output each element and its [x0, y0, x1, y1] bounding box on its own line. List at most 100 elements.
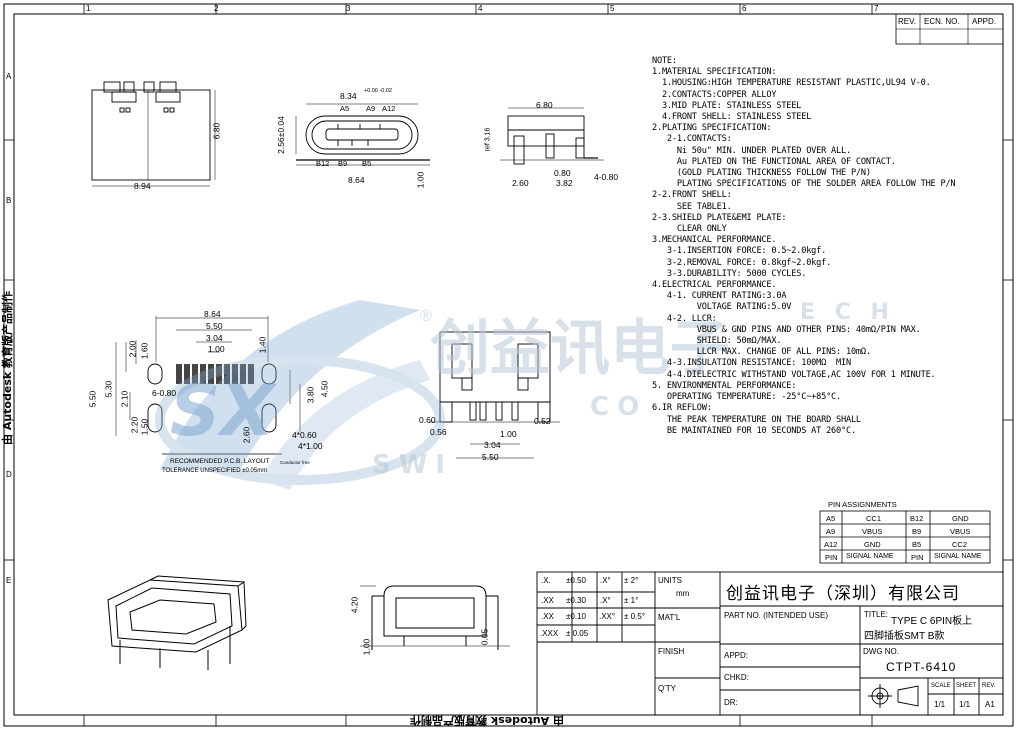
note-line: 1.MATERIAL SPECIFICATION: — [652, 67, 777, 78]
title-block-grid — [536, 571, 1004, 716]
pin-cell: A5 — [826, 514, 836, 523]
note-line: (GOLD PLATING THICKNESS FOLLOW THE P/N) — [652, 168, 871, 179]
note-line: 3.MID PLATE: STAINLESS STEEL — [652, 100, 802, 111]
note-line: CLEAR ONLY — [652, 224, 727, 235]
dim-pcb-160: 1.60 — [139, 342, 150, 360]
tol-cell: ±0.50 — [566, 576, 586, 585]
pcb-layout — [115, 316, 301, 455]
watermark-logo-icon — [155, 300, 445, 490]
tol-cell: .X° — [600, 576, 611, 585]
dim-rear-304: 3.04 — [484, 440, 501, 450]
dim-pcb-260: 2.60 — [241, 426, 252, 444]
zone-5: 5 — [610, 4, 615, 13]
note-line: 4-3.INSULATION RESISTANCE: 100MΩ MIN — [652, 358, 851, 369]
note-line: NOTE: — [652, 56, 677, 66]
front-view — [295, 103, 430, 166]
dim-pcb-140: 1.40 — [257, 336, 268, 354]
front-pin-b9: B9 — [338, 159, 348, 168]
note-line: OPERATING TEMPERATURE: -25°C~+85°C. — [652, 392, 842, 403]
note-line: 2-2.FRONT SHELL: — [652, 190, 732, 201]
pin-cell: SIGNAL NAME — [846, 553, 894, 560]
rev-value: A1 — [985, 700, 995, 709]
dr-label: DR: — [724, 698, 738, 707]
front-pin-a12: A12 — [382, 104, 396, 113]
note-line: 3-1.INSERTION FORCE: 0.5~2.0kgf. — [652, 246, 827, 257]
note-line: 4.ELECTRICAL PERFORMANCE. — [652, 280, 777, 291]
rear-view — [430, 331, 560, 459]
front-pin-a5: A5 — [340, 104, 350, 113]
dim-pcb-4100: 4*1.00 — [298, 441, 323, 451]
rev-col-ecn: ECN. NO. — [924, 17, 960, 26]
units-label: UNITS — [658, 576, 682, 585]
dim-pcb-150: 1.50 — [139, 418, 150, 436]
pin-table-title: PIN ASSIGNMENTS — [828, 500, 897, 509]
zone-a: A — [6, 72, 12, 81]
tol-cell: ± 1° — [624, 596, 639, 605]
pin-table-grid — [819, 510, 991, 564]
tol-cell: ±0.10 — [566, 612, 586, 621]
zone-6: 6 — [742, 4, 747, 13]
pin-cell: B9 — [912, 527, 922, 536]
note-line: 2.PLATING SPECIFICATION: — [652, 123, 772, 134]
pcb-pad-row — [176, 364, 254, 384]
note-line: 4.FRONT SHELL: STAINLESS STEEL — [652, 112, 812, 123]
title-line-1: TYPE C 6PIN板上 — [891, 616, 973, 627]
dwg-no-value: CTPT-6410 — [886, 660, 957, 674]
rev-table — [895, 13, 1004, 45]
pin-cell: VBUS — [950, 527, 971, 536]
part-no-label: PART NO. (INTENDED USE) — [724, 611, 829, 620]
tol-cell: ±0.30 — [566, 596, 586, 605]
appd-label: APPD: — [724, 651, 749, 660]
pin-cell: CC2 — [952, 540, 968, 549]
pcb-tolerance-label: TOLERANCE UNSPECIFIED ±0.05mm — [162, 468, 268, 474]
autodesk-stamp-side: 由 Autodesk 教育版产品制作 — [1, 290, 15, 446]
tol-cell: .XXX — [540, 629, 559, 638]
dim-side-4080: 4-0.80 — [594, 172, 619, 182]
note-line: 4-1. CURRENT RATING:3.0A — [652, 291, 787, 302]
dim-pcb-220: 2.20 — [129, 416, 140, 434]
dim-bot-005: 0.05 — [479, 628, 490, 646]
chkd-label: CHKD: — [724, 673, 749, 682]
title-line-2: 四脚插板SMT B款 — [864, 631, 945, 642]
tol-cell: .X. — [541, 576, 551, 585]
note-line: VBUS & GND PINS AND OTHER PINS: 40mΩ/PIN… — [652, 324, 921, 335]
dim-side-080: 0.80 — [554, 168, 571, 178]
dim-front-offset: 1.00 — [415, 171, 426, 189]
zone-e: E — [6, 576, 12, 585]
dim-front-tolerance: +0.06 -0.02 — [364, 88, 392, 94]
dim-side-ref: ref 3.16 — [484, 127, 492, 152]
pin-cell: PIN — [911, 553, 924, 562]
rev-col-rev: REV. — [898, 17, 916, 26]
outer-frame — [3, 3, 1014, 727]
pin-cell: CC1 — [866, 514, 882, 523]
dim-front-height: 2.56±0.04 — [275, 116, 286, 154]
pin-cell: A12 — [824, 540, 838, 549]
front-pin-b12: B12 — [316, 159, 330, 168]
note-line: PLATING SPECIFICATIONS OF THE SOLDER ARE… — [652, 179, 956, 190]
note-line: 2-3.SHIELD PLATE&EMI PLATE: — [652, 212, 787, 223]
zone-ticks — [4, 4, 1013, 726]
pin-cell: PIN — [825, 553, 838, 562]
dwg-no-label: DWG NO. — [863, 647, 899, 656]
note-line: 5. ENVIRONMENTAL PERFORMANCE: — [652, 380, 797, 391]
dim-pcb-550: 5.50 — [206, 321, 223, 331]
note-line: Au PLATED ON THE FUNCTIONAL AREA OF CONT… — [652, 156, 896, 167]
front-pin-a9: A9 — [366, 104, 376, 113]
dim-rear-550: 5.50 — [482, 452, 499, 462]
company-name: 创益讯电子（深圳）有限公司 — [726, 584, 960, 604]
zone-d: D — [6, 470, 12, 479]
side-view — [500, 107, 604, 165]
dim-bot-100: 1.00 — [361, 638, 372, 656]
pin-cell: GND — [952, 514, 969, 523]
watermark-brand-en-1: SWI — [372, 450, 454, 480]
zone-b: B — [6, 196, 12, 205]
dim-top-height: 6.80 — [211, 122, 222, 140]
pin-cell: A9 — [826, 527, 836, 536]
pin-cell: B5 — [912, 540, 922, 549]
dim-front-pcb: 8.64 — [348, 175, 365, 185]
zone-3: 3 — [346, 4, 351, 13]
pcb-layout-label: RECOMMENDED P.C.B. LAYOUT — [170, 458, 270, 465]
watermark-brand-cn: 创益讯电子 — [430, 314, 730, 384]
